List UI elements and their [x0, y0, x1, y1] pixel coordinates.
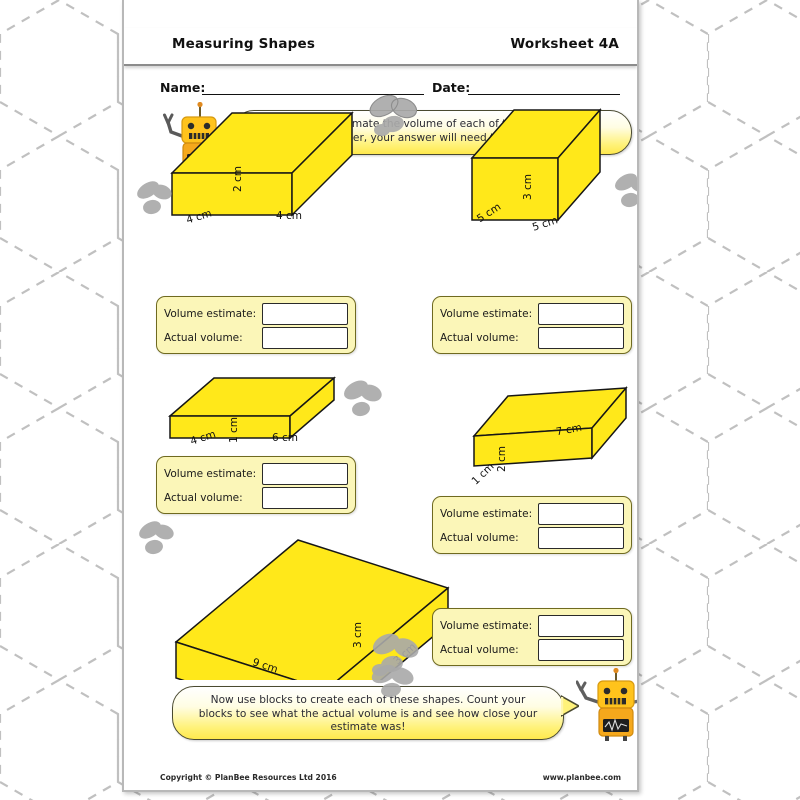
actual-volume-label: Actual volume:	[440, 531, 519, 544]
shape-2-cuboid	[470, 108, 602, 222]
actual-volume-label: Actual volume:	[164, 331, 243, 344]
volume-estimate-input-4[interactable]	[538, 502, 624, 525]
instruction-bubble-bottom-line1: Now use blocks to create each of these s…	[210, 694, 526, 706]
volume-estimate-label: Volume estimate:	[440, 507, 533, 520]
actual-volume-input-5[interactable]	[538, 638, 624, 661]
footer-copyright: Copyright © PlanBee Resources Ltd 2016	[160, 773, 337, 782]
shape-2-height-label: 3 cm	[522, 173, 534, 200]
volume-estimate-input-5[interactable]	[538, 614, 624, 637]
answer-box-4: Volume estimate: Actual volume:	[432, 496, 632, 554]
shape-3-height-label: 1 cm	[228, 416, 240, 443]
bee-decoration-2	[137, 181, 172, 215]
volume-estimate-label: Volume estimate:	[440, 619, 533, 632]
bee-decoration-1	[369, 94, 418, 136]
answer-row-estimate: Volume estimate:	[440, 614, 624, 637]
name-input-line[interactable]	[202, 94, 424, 95]
answer-row-estimate: Volume estimate:	[440, 502, 624, 525]
volume-estimate-input-1[interactable]	[262, 302, 348, 325]
shape-3-cuboid	[167, 376, 337, 440]
answer-row-actual: Actual volume:	[164, 486, 348, 509]
date-input-line[interactable]	[468, 94, 620, 95]
actual-volume-input-3[interactable]	[262, 486, 348, 509]
answer-box-5: Volume estimate: Actual volume:	[432, 608, 632, 666]
worksheet-header: Measuring Shapes Worksheet 4A	[124, 28, 637, 66]
volume-estimate-label: Volume estimate:	[164, 467, 257, 480]
answer-row-estimate: Volume estimate:	[164, 462, 348, 485]
bubble-tail-icon	[561, 695, 579, 717]
shape-1-cuboid	[170, 111, 354, 217]
answer-row-actual: Actual volume:	[440, 638, 624, 661]
page-title: Measuring Shapes	[172, 36, 316, 52]
robot-character-bottom	[576, 668, 637, 741]
bee-decoration-4	[344, 380, 382, 417]
answer-row-actual: Actual volume:	[164, 326, 348, 349]
shape-3-width-label: 6 cm	[272, 432, 299, 444]
bee-decoration-5	[630, 512, 639, 554]
actual-volume-input-1[interactable]	[262, 326, 348, 349]
answer-box-1: Volume estimate: Actual volume:	[156, 296, 356, 354]
actual-volume-label: Actual volume:	[440, 331, 519, 344]
instruction-bubble-bottom: Now use blocks to create each of these s…	[172, 686, 579, 740]
answer-box-2: Volume estimate: Actual volume:	[432, 296, 632, 354]
actual-volume-label: Actual volume:	[164, 491, 243, 504]
name-label: Name:	[160, 80, 206, 95]
answer-row-estimate: Volume estimate:	[164, 302, 348, 325]
volume-estimate-input-2[interactable]	[538, 302, 624, 325]
instruction-bubble-bottom-line3: estimate was!	[330, 721, 406, 733]
answer-box-3: Volume estimate: Actual volume:	[156, 456, 356, 514]
actual-volume-input-2[interactable]	[538, 326, 624, 349]
worksheet-page: Measuring Shapes Worksheet 4A Name: Date…	[122, 0, 639, 792]
actual-volume-label: Actual volume:	[440, 643, 519, 656]
actual-volume-input-4[interactable]	[538, 526, 624, 549]
answer-row-actual: Actual volume:	[440, 326, 624, 349]
bee-decoration-3	[615, 173, 637, 208]
date-label: Date:	[432, 80, 471, 95]
shape-1-height-label: 2 cm	[232, 165, 244, 192]
bee-decoration-6	[139, 521, 174, 555]
answer-row-estimate: Volume estimate:	[440, 302, 624, 325]
volume-estimate-input-3[interactable]	[262, 462, 348, 485]
volume-estimate-label: Volume estimate:	[440, 307, 533, 320]
instruction-bubble-bottom-line2: blocks to see what the actual volume is …	[198, 707, 538, 720]
answer-row-actual: Actual volume:	[440, 526, 624, 549]
shape-1-width-label: 4 cm	[276, 210, 303, 222]
bee-decoration-8	[371, 664, 414, 698]
footer-website[interactable]: www.planbee.com	[542, 773, 621, 782]
volume-estimate-label: Volume estimate:	[164, 307, 257, 320]
shape-4-cuboid	[472, 385, 628, 467]
shape-4-height-label: 2 cm	[496, 445, 508, 472]
worksheet-number-label: Worksheet 4A	[510, 36, 619, 52]
